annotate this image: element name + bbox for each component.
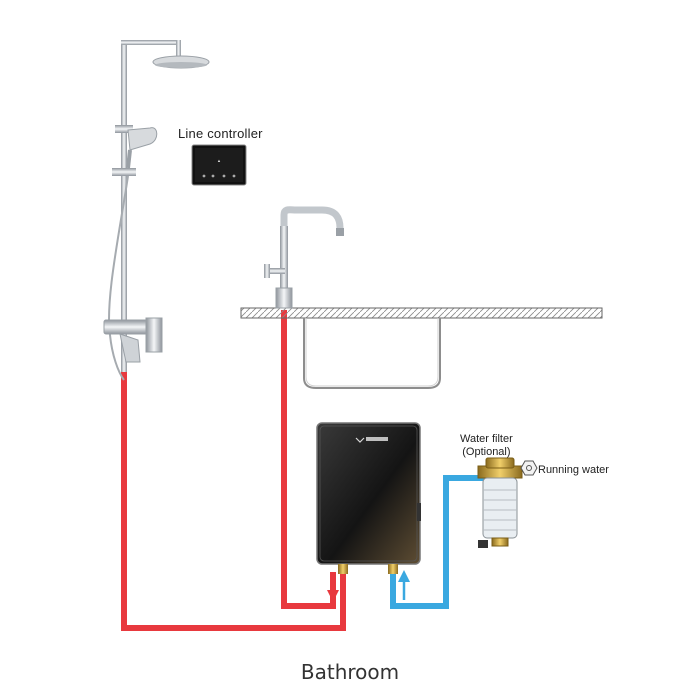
cold-in-arrow bbox=[398, 570, 410, 600]
running-water-label: Running water bbox=[538, 464, 609, 476]
water-filter-label-line2: (Optional) bbox=[462, 446, 511, 458]
diagram-caption: Bathroom bbox=[300, 660, 400, 684]
line-controller-icon: ▲ bbox=[191, 144, 247, 186]
inlet-valve-icon bbox=[520, 460, 538, 476]
countertop bbox=[240, 307, 603, 319]
shower-icon bbox=[103, 40, 210, 381]
water-filter-label: Water filter (Optional) bbox=[460, 433, 513, 459]
hot-pipe-shower bbox=[121, 372, 346, 631]
line-controller-label: Line controller bbox=[178, 126, 263, 141]
faucet-icon bbox=[264, 206, 344, 309]
water-filter-icon bbox=[477, 457, 523, 548]
sink-icon bbox=[303, 318, 441, 389]
hot-out-arrow bbox=[327, 572, 339, 602]
water-filter-label-line1: Water filter bbox=[460, 433, 513, 445]
water-heater-icon bbox=[316, 422, 421, 574]
svg-text:▲: ▲ bbox=[217, 158, 221, 163]
